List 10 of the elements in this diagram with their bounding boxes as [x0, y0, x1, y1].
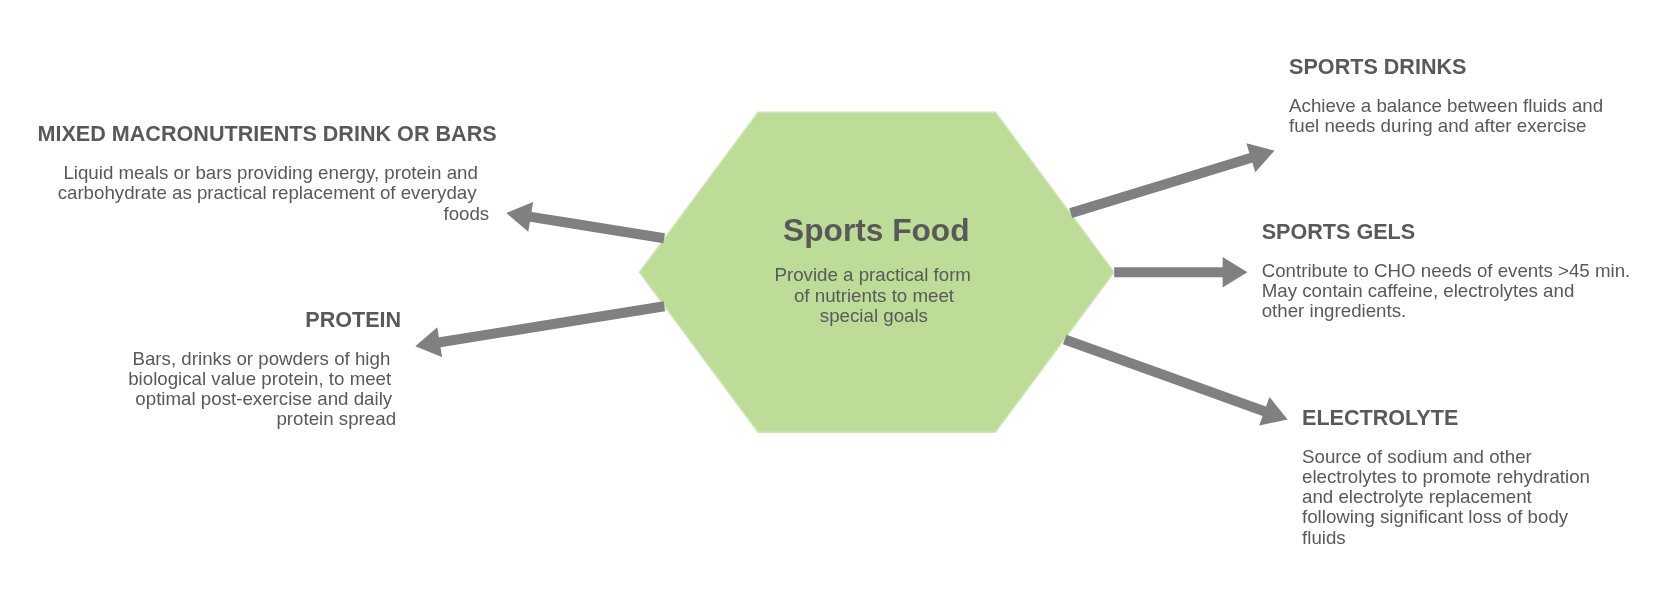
arrow [1114, 256, 1248, 287]
node-text: MIXED MACRONUTRIENTS DRINK OR BARS Liquid meals or bars providing energy, protein and carbohydrate as practical replacement of everyday foods [37, 120, 497, 224]
node-text: SPORTS DRINKS Achieve a balance between fluids and fuel needs during and after exercise [1289, 53, 1604, 136]
arrow [1069, 142, 1275, 218]
arrow [506, 201, 665, 243]
node-text: SPORTS GELS Contribute to CHO needs of events >45 min. May contain caffeine, electrolytes and other ingredients. [1261, 218, 1631, 321]
node-text: PROTEIN Bars, drinks or powders of high biological value protein, to meet optimal post-exercise and daily protein spread [128, 306, 402, 429]
arrow [1063, 334, 1288, 425]
node-text: ELECTROLYTE Source of sodium and other electrolytes to promote rehydration and electrolyte replacement following significant loss of body fluids [1302, 404, 1590, 547]
arrow [415, 300, 666, 357]
